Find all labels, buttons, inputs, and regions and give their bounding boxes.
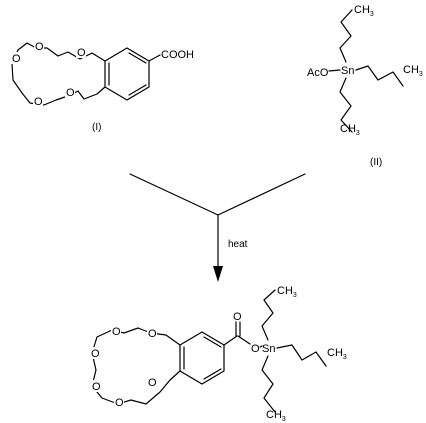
methyl-group: CH3 (403, 64, 423, 78)
reaction-condition: heat (228, 239, 248, 250)
compound-ii: AcO Sn CH3 CH3 CH3 (II) (307, 4, 423, 168)
butyl-chain (339, 9, 353, 63)
benzene-ring (179, 331, 225, 385)
ester-bond (237, 335, 251, 345)
methyl-group: CH3 (266, 409, 286, 423)
butyl-chain (339, 77, 353, 133)
oxygen-atom: O (115, 397, 124, 409)
compound-i: COOH O O O O O (I) (11, 40, 194, 133)
oxygen-atom: O (112, 326, 121, 338)
oxygen-atom: O (148, 328, 157, 340)
ester-oxygen: O (251, 343, 260, 355)
reaction-arrow: heat (129, 173, 306, 282)
carboxyl-group: COOH (161, 49, 194, 61)
ester-bond (259, 345, 263, 348)
methyl-group: CH3 (340, 123, 360, 137)
oxygen-atom: O (35, 41, 44, 53)
ring-oxygen-atoms: O O O O O O (90, 325, 157, 409)
benzene-ring (104, 47, 150, 101)
methyl-group: CH3 (277, 285, 297, 299)
carboxyl-bond (148, 54, 161, 62)
butyl-chain (355, 65, 404, 87)
compound-i-label: (I) (92, 122, 101, 133)
oxygen-atom: O (34, 96, 43, 108)
acetate-bond (328, 69, 341, 72)
tin-atom: Sn (262, 343, 275, 355)
butyl-chain (276, 344, 327, 367)
ester-bond (223, 335, 238, 346)
methyl-group: CH3 (327, 347, 347, 361)
oxygen-atom: O (12, 53, 21, 65)
oxygen-atom: O (66, 87, 75, 99)
acetate-group: AcO (307, 67, 329, 79)
butyl-chain (261, 355, 276, 413)
product: O O Sn CH3 CH3 CH3 O O O O O O (90, 285, 347, 423)
crown-ether-ring (11, 42, 106, 106)
carbonyl-oxygen: O (233, 311, 242, 323)
oxygen-atom: O (77, 47, 86, 59)
oxygen-atom: O (148, 377, 157, 389)
arrowhead (213, 266, 223, 282)
tin-atom: Sn (341, 65, 354, 77)
crown-ether-ring (91, 327, 181, 405)
aromatic-double-bond (203, 336, 222, 348)
oxygen-atom: O (91, 348, 100, 360)
butyl-chain (261, 289, 276, 341)
oxygen-atom: O (92, 381, 101, 393)
compound-ii-label: (II) (370, 157, 382, 168)
ring-oxygen-atoms: O O O O O (11, 40, 86, 108)
aromatic-double-bond (128, 84, 147, 96)
methyl-group: CH3 (354, 4, 374, 18)
aromatic-double-bond (128, 52, 147, 64)
aromatic-double-bond (203, 368, 222, 380)
